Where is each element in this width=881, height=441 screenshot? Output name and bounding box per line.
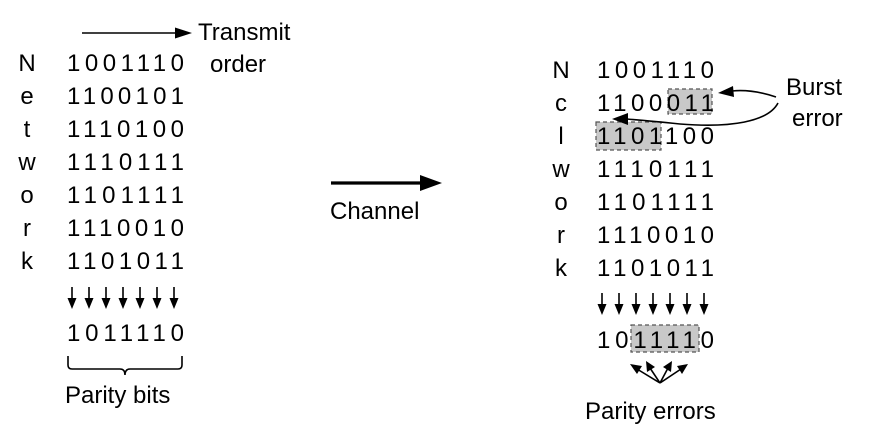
right-bit-row: 1101111 xyxy=(597,189,714,216)
transmit-order-arrow xyxy=(82,27,192,39)
error-label: error xyxy=(792,105,843,132)
down-arrow-icon xyxy=(152,287,162,309)
right-bit-row: 1101100 xyxy=(597,123,714,150)
left-letter: k xyxy=(21,248,34,275)
left-letter: t xyxy=(24,116,31,143)
channel: Channel xyxy=(330,175,442,225)
down-arrow-icon xyxy=(84,287,94,309)
burst-label: Burst xyxy=(786,74,842,101)
left-bit-row: 1101111 xyxy=(67,182,184,209)
right-letter: o xyxy=(554,189,567,216)
left-block: Transmit order N e t w o r k 1001110 110… xyxy=(17,19,290,409)
down-arrow-icon xyxy=(682,293,692,315)
right-block: N c l w o r k 1001110 1100011 1101100 11… xyxy=(551,57,842,425)
right-letter: N xyxy=(552,57,569,84)
burst-arrow-upper xyxy=(718,86,777,98)
left-letter: e xyxy=(20,83,33,110)
right-letter: c xyxy=(555,90,567,117)
up-arrow-icon xyxy=(659,364,688,384)
channel-label: Channel xyxy=(330,198,419,225)
parity-brace xyxy=(67,356,183,376)
channel-arrow xyxy=(331,175,442,191)
right-letter: l xyxy=(558,123,563,150)
left-bit-row: 1110010 xyxy=(67,215,184,242)
down-arrow-icon xyxy=(699,293,709,315)
down-arrow-icon xyxy=(614,293,624,315)
down-arrow-icon xyxy=(67,287,77,309)
down-arrow-icon xyxy=(665,293,675,315)
up-arrow-icon xyxy=(630,364,661,384)
left-letter: r xyxy=(23,215,31,242)
down-arrow-icon xyxy=(631,293,641,315)
down-arrow-icon xyxy=(597,293,607,315)
parity-bits-label: Parity bits xyxy=(65,382,170,409)
right-column-arrows xyxy=(597,293,709,315)
up-arrow-icon xyxy=(646,361,661,384)
burst-arrow-lower xyxy=(612,102,779,126)
down-arrow-icon xyxy=(169,287,179,309)
order-label: order xyxy=(210,51,266,78)
up-arrow-icon xyxy=(659,361,672,384)
down-arrow-icon xyxy=(135,287,145,309)
burst-highlight-row2 xyxy=(667,88,713,115)
left-parity-row: 1011110 xyxy=(67,320,184,347)
right-bit-row: 1110010 xyxy=(597,222,714,249)
left-letter: N xyxy=(18,50,35,77)
transmit-label: Transmit xyxy=(198,19,291,46)
right-bit-row: 1110111 xyxy=(597,156,714,183)
right-letter: w xyxy=(551,156,570,183)
left-column-arrows xyxy=(67,287,179,309)
burst-highlight-row3 xyxy=(595,121,662,151)
left-bit-row: 1110111 xyxy=(67,149,184,176)
left-bit-row: 1101011 xyxy=(67,248,184,275)
right-letter: k xyxy=(555,255,568,282)
right-bit-row: 1001110 xyxy=(597,57,714,84)
right-letter: r xyxy=(557,222,565,249)
parity-error-arrows xyxy=(630,361,688,384)
left-letter: o xyxy=(20,182,33,209)
left-letter: w xyxy=(17,149,36,176)
left-bit-row: 1110100 xyxy=(67,116,184,143)
down-arrow-icon xyxy=(648,293,658,315)
right-parity-row: 1011110 xyxy=(597,327,714,354)
left-bit-row: 1100101 xyxy=(67,83,184,110)
left-bit-row: 1001110 xyxy=(67,50,184,77)
right-bit-row: 1100011 xyxy=(597,90,714,117)
parity-errors-label: Parity errors xyxy=(585,398,716,425)
right-bit-row: 1101011 xyxy=(597,255,714,282)
parity-error-highlight xyxy=(630,324,700,353)
down-arrow-icon xyxy=(118,287,128,309)
down-arrow-icon xyxy=(101,287,111,309)
